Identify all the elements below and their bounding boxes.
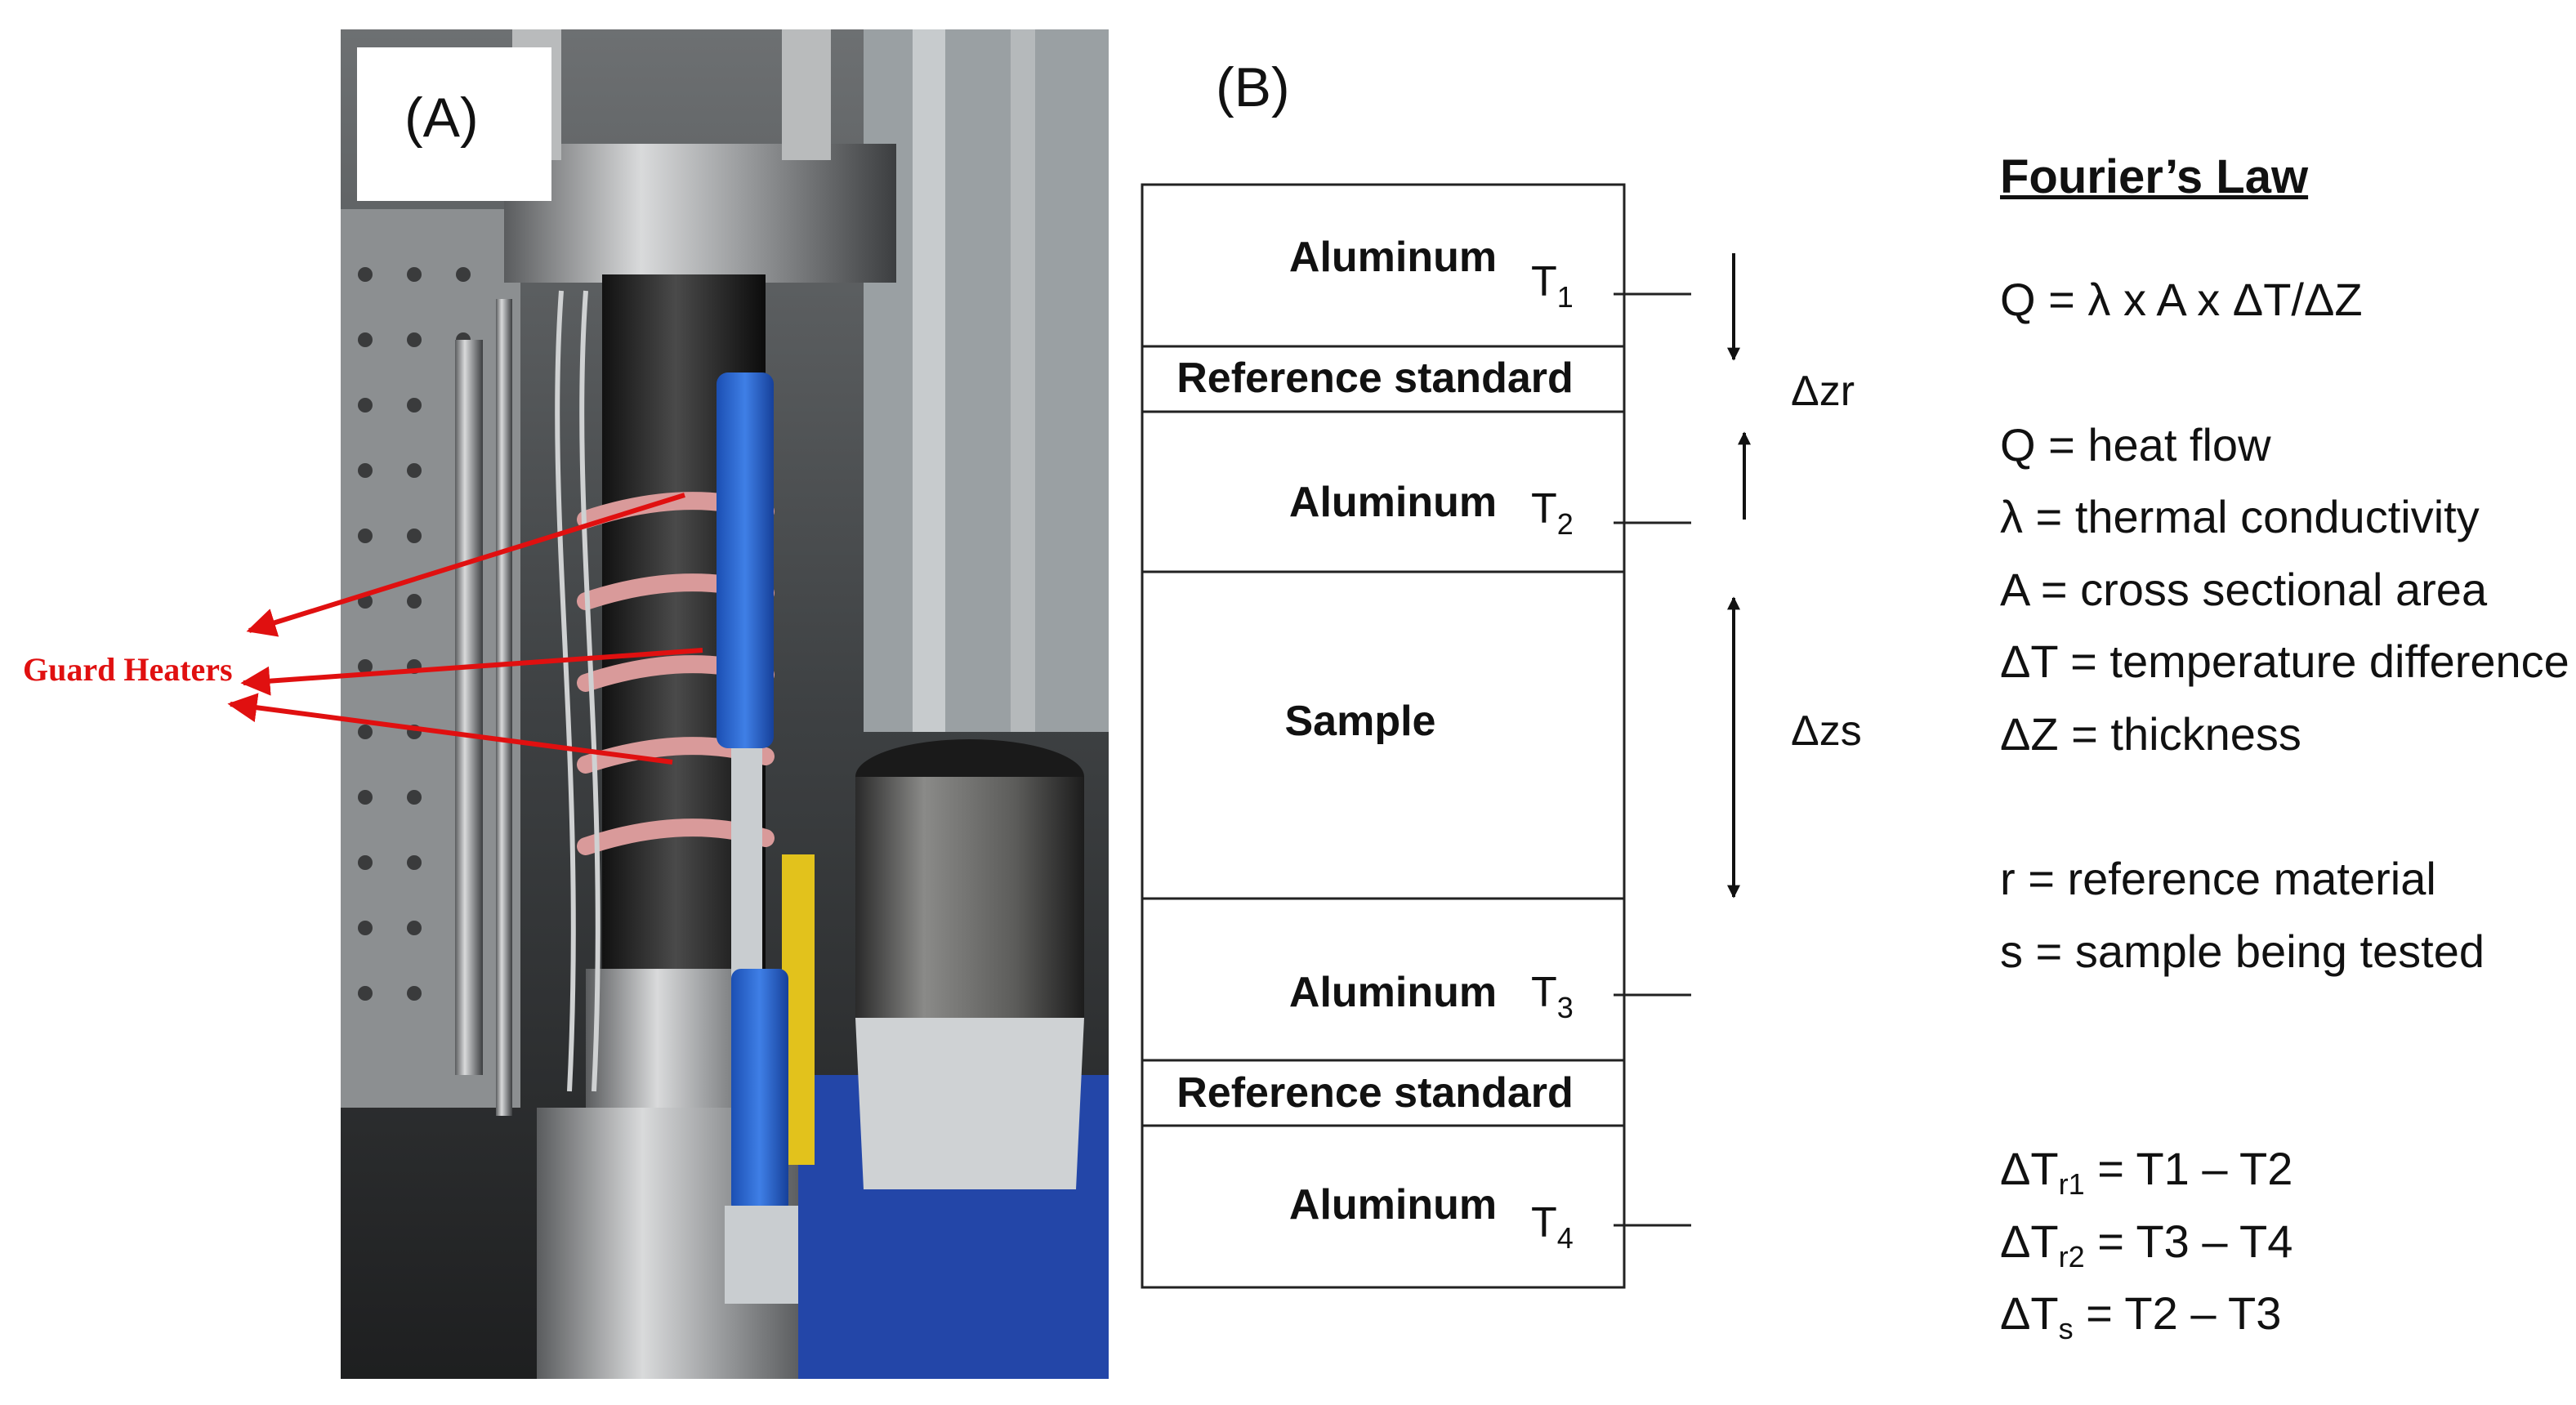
- layer-label: Reference standard: [1176, 355, 1574, 402]
- definition-line: A = cross sectional area: [2000, 564, 2488, 615]
- layer-reference-standard-1: [1141, 345, 1626, 413]
- layer-reference-standard-2: [1141, 1059, 1626, 1127]
- thermocouple-label-t3: T3: [1531, 969, 1574, 1024]
- delta-t-r2-equation: ΔTr2 = T3 – T4: [2000, 1215, 2293, 1274]
- fourier-equation: Q = λ x A x ΔT/ΔZ: [2000, 274, 2363, 325]
- delta-zs-label: Δzs: [1791, 707, 1862, 755]
- fourier-law-title: Fourier’s Law: [2000, 150, 2309, 203]
- layer-label: Aluminum: [1289, 479, 1497, 526]
- layer-label: Aluminum: [1289, 1181, 1497, 1229]
- layer-label: Aluminum: [1289, 234, 1497, 281]
- layer-label: Sample: [1285, 698, 1436, 745]
- panel-a-label: (A): [404, 87, 479, 149]
- thermocouple-label-t1: T1: [1531, 258, 1574, 314]
- layer-label: Reference standard: [1176, 1069, 1574, 1117]
- thermocouple-label-t4: T4: [1531, 1199, 1574, 1255]
- layer-aluminum-1: [1141, 183, 1626, 348]
- definition-line: Q = heat flow: [2000, 419, 2271, 471]
- delta-t-s-equation: ΔTs = T2 – T3: [2000, 1287, 2282, 1346]
- guard-heater-arrows: [227, 493, 703, 765]
- guard-heaters-label: Guard Heaters: [23, 651, 233, 688]
- definition-line: λ = thermal conductivity: [2000, 491, 2480, 542]
- layer-aluminum-4: [1141, 1124, 1626, 1289]
- guard-heater-arrow: [246, 493, 685, 637]
- guard-heater-arrow: [227, 693, 673, 765]
- layer-aluminum-2: [1141, 410, 1626, 573]
- delta-t-r1-equation: ΔTr1 = T1 – T2: [2000, 1143, 2293, 1202]
- thermocouple-label-t2: T2: [1531, 485, 1574, 541]
- panel-a-label-box: [357, 47, 551, 201]
- delta-zr-label: Δzr: [1791, 368, 1855, 415]
- layer-label: Aluminum: [1289, 969, 1497, 1016]
- apparatus-photo: [341, 29, 1109, 1379]
- guard-heater-arrow: [240, 648, 703, 696]
- definition-line: ΔZ = thickness: [2000, 708, 2301, 760]
- panel-b-label: (B): [1216, 56, 1290, 118]
- subscript-definition: r = reference material: [2000, 853, 2436, 904]
- definition-line: ΔT = temperature difference: [2000, 636, 2569, 687]
- subscript-definition: s = sample being tested: [2000, 926, 2485, 977]
- layer-aluminum-3: [1141, 897, 1626, 1062]
